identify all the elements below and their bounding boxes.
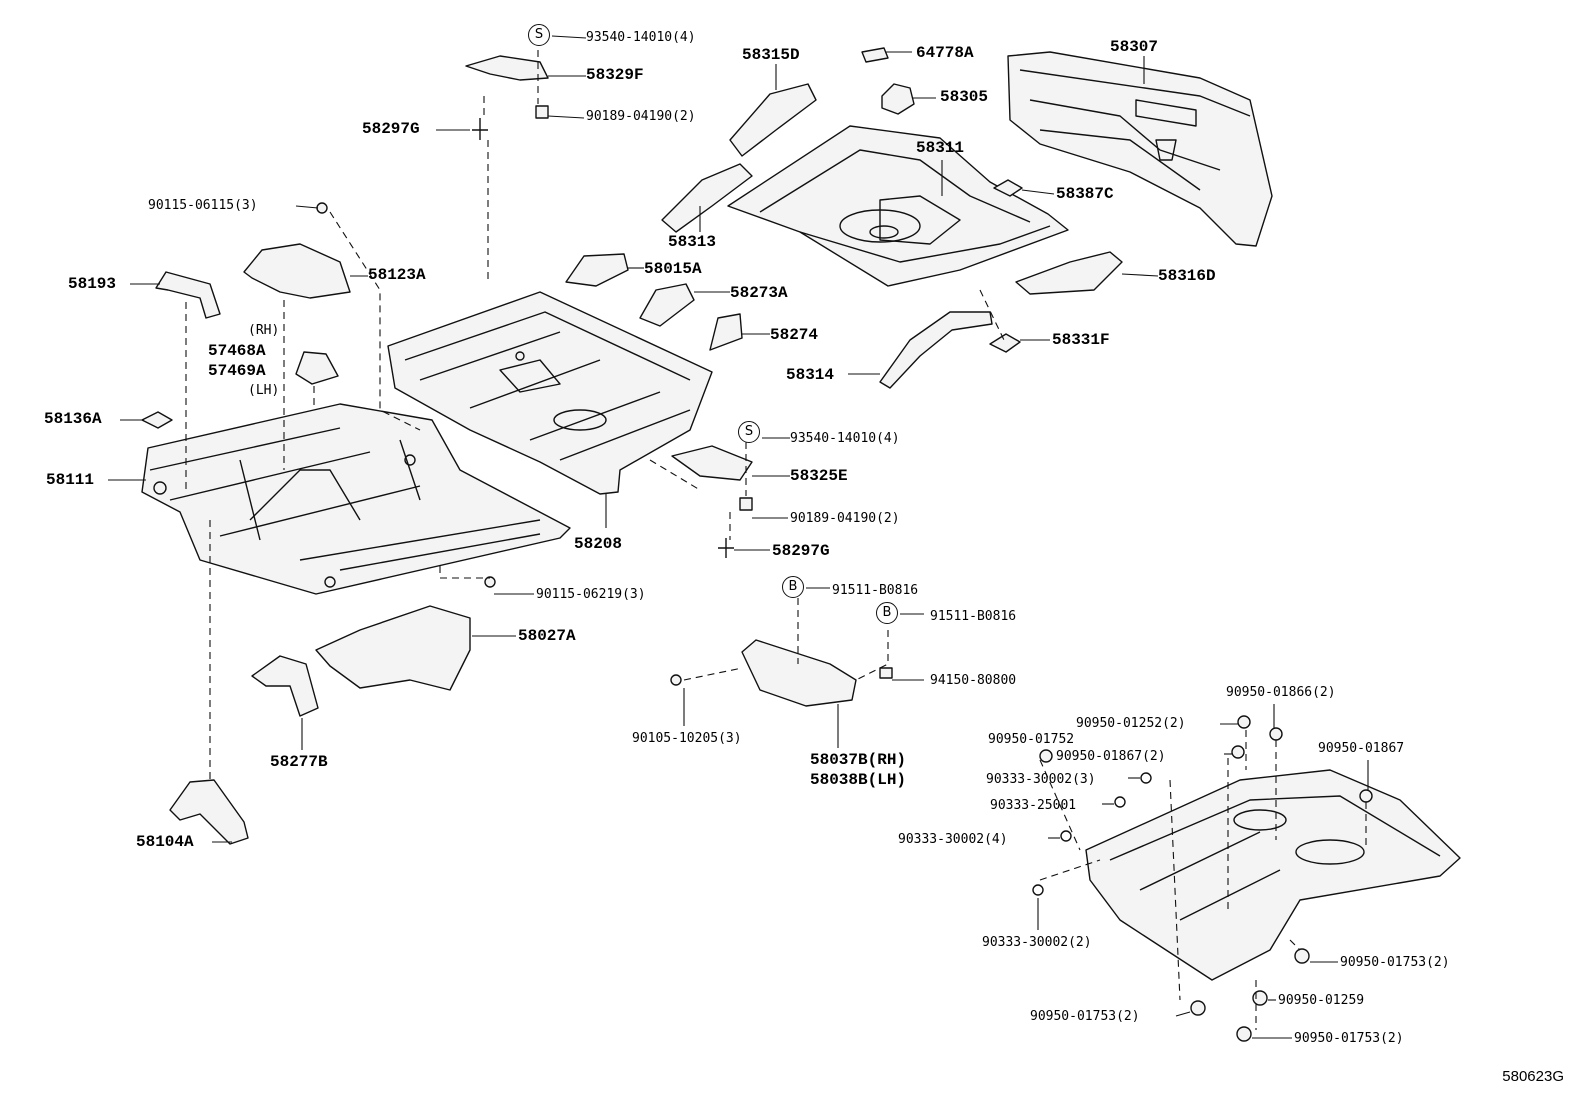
label-58277B: 58277B	[270, 753, 328, 771]
label-58208: 58208	[574, 535, 623, 553]
symbol-b-b: B	[876, 602, 898, 624]
bracket-58193	[155, 271, 221, 319]
label-58273A: 58273A	[730, 284, 788, 302]
label-90333-30002-3: 90333-30002(3)	[986, 772, 1096, 787]
bracket-58274	[709, 313, 743, 351]
bracket-58123A	[243, 243, 351, 299]
label-58313: 58313	[668, 233, 717, 251]
leader-lines	[108, 35, 1369, 1039]
symbol-s-mid: S	[738, 421, 760, 443]
center-floor-58208	[387, 291, 713, 495]
label-58307: 58307	[1110, 38, 1159, 56]
label-90115-06219: 90115-06219(3)	[536, 587, 646, 602]
symbol-s-top: S	[528, 24, 550, 46]
label-90333-30002-4: 90333-30002(4)	[898, 832, 1008, 847]
label-90950-01753-b: 90950-01753(2)	[1030, 1009, 1140, 1024]
member-58314	[879, 311, 993, 389]
label-58038B: 58038B(LH)	[810, 771, 907, 789]
label-90333-30002-2: 90333-30002(2)	[982, 935, 1092, 950]
fasteners	[316, 105, 1373, 1042]
plate-64778A	[861, 47, 889, 63]
label-58316D: 58316D	[1158, 267, 1216, 285]
symbol-b-a: B	[782, 576, 804, 598]
label-58136A: 58136A	[44, 410, 102, 428]
label-58015A: 58015A	[644, 260, 702, 278]
label-57469A: 57469A	[208, 362, 266, 380]
bracket-58305	[881, 83, 915, 115]
bracket-58015A	[565, 253, 629, 287]
label-90950-01753-a: 90950-01753(2)	[1340, 955, 1450, 970]
label-58314: 58314	[786, 366, 835, 384]
label-90950-01259: 90950-01259	[1278, 993, 1365, 1008]
label-rh: (RH)	[248, 323, 280, 338]
label-90950-01867a: 90950-01867(2)	[1056, 749, 1166, 764]
label-90333-25001: 90333-25001	[990, 798, 1077, 813]
member-58104A	[169, 779, 249, 845]
label-58027A: 58027A	[518, 627, 576, 645]
rear-panel-58307	[1007, 51, 1273, 247]
member-58037B	[741, 639, 857, 707]
member-58027A	[315, 605, 471, 691]
reinforcement-58316D	[1015, 251, 1123, 295]
label-58311: 58311	[916, 139, 965, 157]
label-90950-01753-c: 90950-01753(2)	[1294, 1031, 1404, 1046]
label-58111: 58111	[46, 471, 95, 489]
label-93540-top: 93540-14010(4)	[586, 30, 696, 45]
label-57468A: 57468A	[208, 342, 266, 360]
label-58037B: 58037B(RH)	[810, 751, 907, 769]
bracket-58325E	[671, 445, 753, 481]
label-91511-b: 91511-B0816	[930, 609, 1017, 624]
label-58123A: 58123A	[368, 266, 426, 284]
label-93540-mid: 93540-14010(4)	[790, 431, 900, 446]
label-58297G-top: 58297G	[362, 120, 420, 138]
label-58387C: 58387C	[1056, 185, 1114, 203]
label-58305: 58305	[940, 88, 989, 106]
label-58329F: 58329F	[586, 66, 644, 84]
figure-code: 580623G	[1502, 1068, 1564, 1085]
label-58274: 58274	[770, 326, 819, 344]
label-lh: (LH)	[248, 383, 280, 398]
bracket-58313	[661, 163, 753, 233]
label-94150: 94150-80800	[930, 673, 1017, 688]
label-90950-01252: 90950-01252(2)	[1076, 716, 1186, 731]
label-90189-top: 90189-04190(2)	[586, 109, 696, 124]
bracket-58273A	[639, 283, 695, 327]
label-90950-01866: 90950-01866(2)	[1226, 685, 1336, 700]
label-58193: 58193	[68, 275, 117, 293]
bracket-57468A	[295, 351, 339, 385]
label-90950-01752: 90950-01752	[988, 732, 1075, 747]
bracket-58329F	[465, 55, 549, 81]
label-90950-01867b: 90950-01867	[1318, 741, 1405, 756]
label-90105: 90105-10205(3)	[632, 731, 742, 746]
rear-subframe	[1085, 769, 1461, 981]
bracket-58331F	[989, 333, 1021, 353]
label-58331F: 58331F	[1052, 331, 1110, 349]
assembly-lines	[185, 50, 1367, 1030]
label-58315D: 58315D	[742, 46, 800, 64]
bracket-58387C	[993, 179, 1023, 197]
label-58325E: 58325E	[790, 467, 848, 485]
bracket-58315D	[729, 83, 817, 157]
bracket-58136A	[141, 411, 173, 429]
label-90115-06115: 90115-06115(3)	[148, 198, 258, 213]
label-58104A: 58104A	[136, 833, 194, 851]
label-64778A: 64778A	[916, 44, 974, 62]
label-58297G-mid: 58297G	[772, 542, 830, 560]
label-90189-mid: 90189-04190(2)	[790, 511, 900, 526]
rear-floor-pan-58311	[727, 125, 1069, 287]
front-floor-pan-58111	[141, 403, 571, 595]
label-91511-a: 91511-B0816	[832, 583, 919, 598]
member-58277B	[251, 655, 319, 717]
